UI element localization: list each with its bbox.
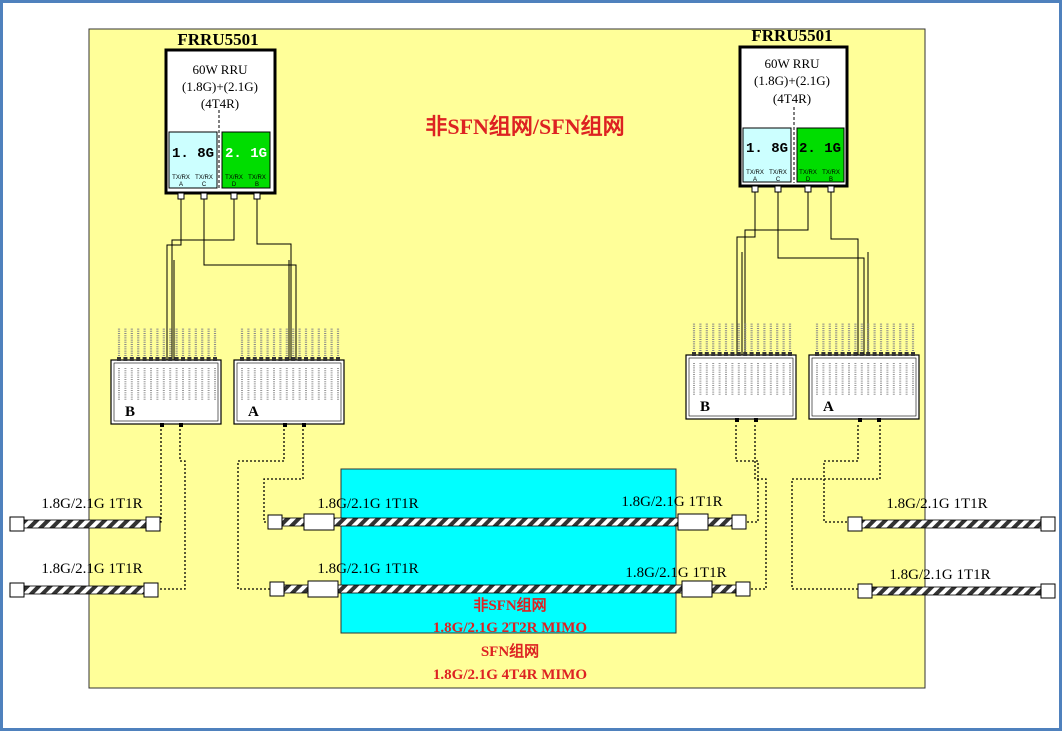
- cable-2: [9, 582, 159, 598]
- page-title: 非SFN组网/SFN组网: [425, 114, 624, 139]
- non-sfn-mode: 1.8G/2.1G 2T2R MIMO: [433, 620, 587, 636]
- rru-left-port-letter-3: D: [232, 182, 237, 188]
- rru-left-port-letter-4: B: [255, 182, 259, 188]
- combiner-4: A: [808, 323, 920, 422]
- label-center-right-bottom: 1.8G/2.1G 1T1R: [625, 565, 726, 581]
- mimo-zone: [340, 468, 677, 634]
- rru-right-port-1: TX/RX: [746, 170, 764, 176]
- combiner-2-label: A: [248, 404, 259, 420]
- cable-3: [267, 514, 747, 530]
- rru-right-port-letter-1: A: [753, 177, 757, 183]
- rru-left-model: FRRU5501: [177, 30, 258, 49]
- combiner-1: B: [110, 328, 222, 427]
- combiner-2: A: [233, 328, 345, 427]
- non-sfn-title: 非SFN组网: [473, 596, 546, 614]
- rru-left-port-letter-2: C: [202, 182, 207, 188]
- rru-left: FRRU5501 60W RRU (1.8G)+(2.1G) (4T4R) 1.…: [164, 30, 277, 200]
- rru-left-port-letter-1: A: [179, 182, 183, 188]
- combiner-1-label: B: [125, 404, 135, 420]
- rru-right-desc-1: 60W RRU: [764, 56, 820, 71]
- rru-right-port-3: TX/RX: [799, 170, 817, 176]
- rru-right: FRRU5501 60W RRU (1.8G)+(2.1G) (4T4R) 1.…: [738, 26, 849, 193]
- rru-left-port-4: TX/RX: [248, 175, 266, 181]
- label-center-left-bottom: 1.8G/2.1G 1T1R: [317, 561, 418, 577]
- rru-left-desc-3: (4T4R): [201, 96, 239, 111]
- rru-left-port-1: TX/RX: [172, 175, 190, 181]
- rru-right-model: FRRU5501: [751, 26, 832, 45]
- cable-5: [847, 516, 1056, 532]
- rru-right-port-letter-2: C: [776, 177, 781, 183]
- label-center-left-top: 1.8G/2.1G 1T1R: [317, 496, 418, 512]
- label-outer-left-top: 1.8G/2.1G 1T1R: [41, 496, 142, 512]
- rru-right-band1: [742, 127, 792, 183]
- rru-left-desc-1: 60W RRU: [192, 62, 248, 77]
- label-outer-right-bottom: 1.8G/2.1G 1T1R: [889, 567, 990, 583]
- rru-right-port-4: TX/RX: [822, 170, 840, 176]
- connector-3: [307, 580, 339, 598]
- connector-1: [303, 513, 335, 531]
- sfn-mode: 1.8G/2.1G 4T4R MIMO: [433, 667, 587, 683]
- rru-right-desc-2: (1.8G)+(2.1G): [754, 73, 830, 88]
- rru-left-port-3: TX/RX: [225, 175, 243, 181]
- rru-left-band1: [168, 131, 218, 189]
- jumpers: [156, 425, 881, 590]
- rru-left-band2: [221, 131, 271, 189]
- rru-right-band1-label: 1. 8G: [746, 141, 788, 157]
- rru-right-port-letter-4: B: [829, 177, 833, 183]
- rru-right-desc-3: (4T4R): [773, 91, 811, 106]
- label-center-right-top: 1.8G/2.1G 1T1R: [621, 494, 722, 510]
- connector-2: [677, 513, 709, 531]
- rru-left-band2-label: 2. 1G: [225, 146, 267, 162]
- combiner-3-label: B: [700, 399, 710, 415]
- rru-left-port-2: TX/RX: [195, 175, 213, 181]
- rru-right-band2-label: 2. 1G: [799, 141, 841, 157]
- combiner-3: B: [685, 323, 797, 422]
- rru-right-port-letter-3: D: [806, 177, 811, 183]
- cables: [9, 513, 1056, 599]
- connector-4: [681, 580, 713, 598]
- rru-left-desc-2: (1.8G)+(2.1G): [182, 79, 258, 94]
- cable-6: [857, 583, 1056, 599]
- feeders-left: [166, 199, 297, 360]
- label-outer-left-bottom: 1.8G/2.1G 1T1R: [41, 561, 142, 577]
- rru-right-port-2: TX/RX: [769, 170, 787, 176]
- sfn-title: SFN组网: [481, 642, 539, 660]
- cable-4: [269, 581, 751, 597]
- rru-right-band2: [796, 127, 845, 183]
- label-outer-right-top: 1.8G/2.1G 1T1R: [886, 496, 987, 512]
- combiner-4-label: A: [823, 399, 834, 415]
- rru-left-band1-label: 1. 8G: [172, 146, 214, 162]
- cable-1: [9, 516, 161, 532]
- feeders-right: [736, 192, 869, 355]
